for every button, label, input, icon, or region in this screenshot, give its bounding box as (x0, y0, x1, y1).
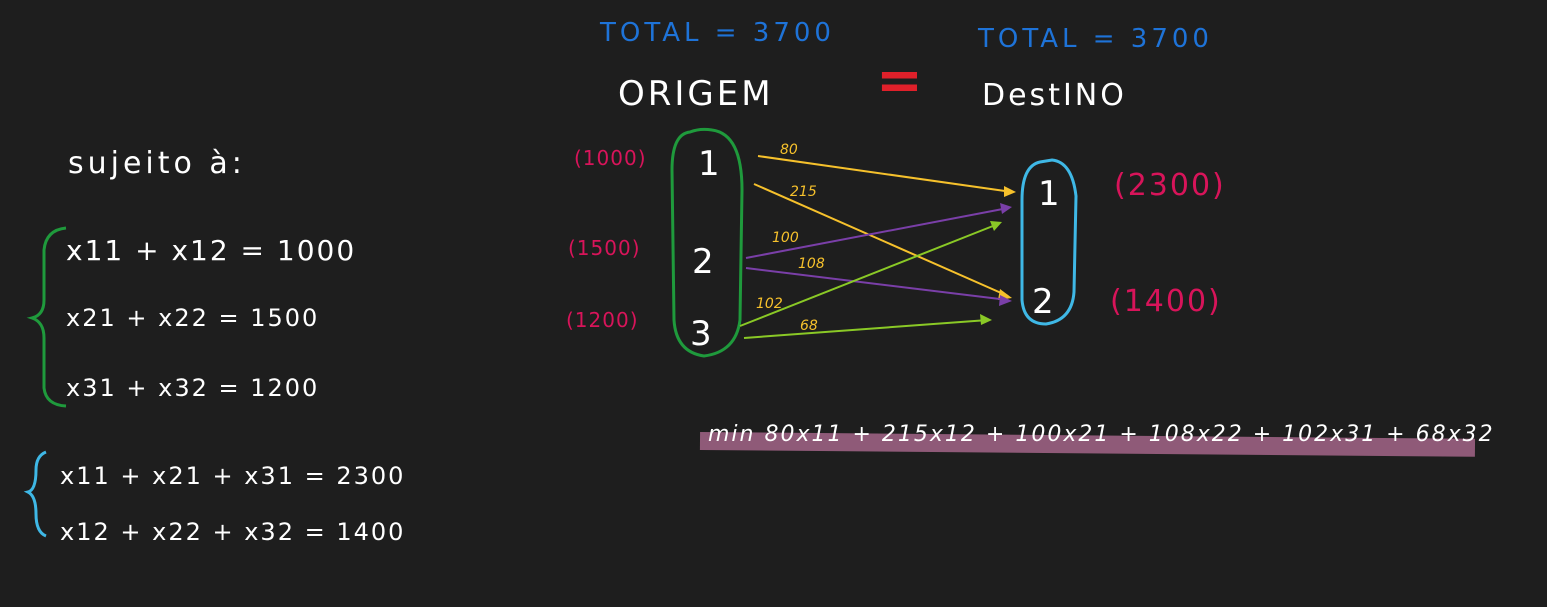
origin-3-supply: (1200) (566, 308, 639, 332)
cost-1-2: 215 (790, 184, 817, 200)
arc-2-2 (745, 267, 1009, 301)
demand-constraint-1: x11 + x21 + x31 = 2300 (60, 462, 406, 490)
demand-constraint-2: x12 + x22 + x32 = 1400 (60, 518, 406, 546)
supply-brace (26, 226, 67, 408)
destination-2-demand: (1400) (1110, 284, 1222, 319)
destination-1-label: 1 (1038, 174, 1060, 214)
arc-3-2-head (980, 314, 992, 325)
origin-heading: ORIGEM (618, 74, 774, 114)
origin-total: TOTAL = 3700 (600, 18, 835, 48)
cost-3-2: 68 (800, 318, 818, 334)
objective-function: min 80x11 + 215x12 + 100x21 + 108x22 + 1… (708, 422, 1495, 447)
destination-2-label: 2 (1032, 282, 1054, 322)
origin-2-label: 2 (692, 242, 714, 282)
origin-1-supply: (1000) (574, 146, 647, 170)
supply-constraint-3: x31 + x32 = 1200 (66, 374, 320, 402)
cost-2-1: 100 (772, 230, 799, 246)
origin-3-label: 3 (690, 314, 712, 354)
cost-3-1: 102 (756, 296, 783, 312)
arc-2-2-head (999, 295, 1012, 306)
equals-mark: = (876, 48, 923, 113)
origin-box (670, 127, 744, 358)
arc-3-1 (739, 223, 999, 327)
arc-1-1-head (1004, 186, 1016, 197)
demand-brace (23, 450, 47, 538)
destination-1-demand: (2300) (1114, 168, 1226, 203)
cost-1-1: 80 (780, 142, 798, 158)
supply-constraint-1: x11 + x12 = 1000 (66, 234, 357, 267)
arc-1-1 (757, 155, 1013, 193)
arc-3-2 (743, 319, 989, 339)
constraints-title: sujeito à: (68, 146, 246, 181)
arc-1-2 (753, 183, 1009, 297)
supply-constraint-2: x21 + x22 = 1500 (66, 304, 320, 332)
arc-3-1-head (990, 221, 1002, 231)
cost-2-2: 108 (798, 256, 825, 272)
origin-1-label: 1 (698, 144, 720, 184)
destination-total: TOTAL = 3700 (978, 24, 1213, 54)
origin-2-supply: (1500) (568, 236, 641, 260)
arc-2-1-head (1000, 203, 1012, 214)
destination-box (1020, 158, 1078, 326)
destination-heading: DestINO (982, 78, 1127, 113)
arc-2-1 (745, 207, 1009, 259)
arcs (739, 155, 1016, 339)
